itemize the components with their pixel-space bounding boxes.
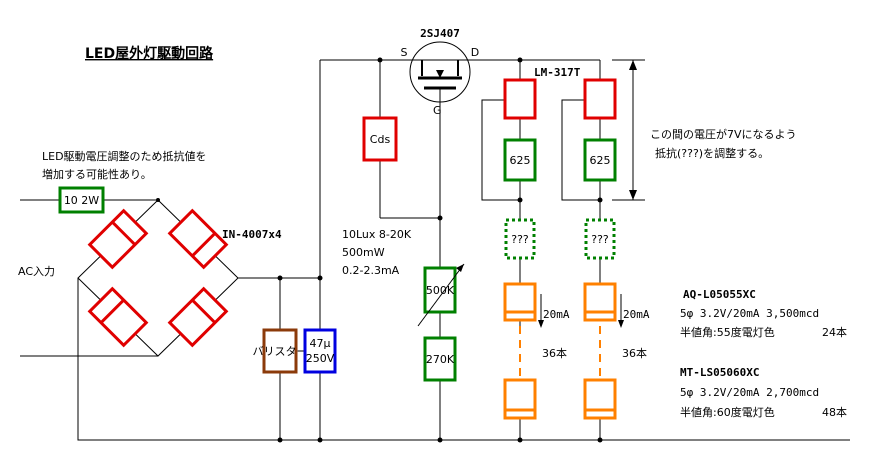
r-625-b-label: 625 [590, 154, 611, 167]
note-right-line1: この間の電圧が7Vになるよう [650, 127, 797, 141]
diode-top-right [167, 208, 229, 270]
led-spec-angle: 半値角:55度電灯色 [680, 325, 775, 339]
note-left-line2: 増加する可能性あり。 [42, 167, 152, 181]
led-b-top [583, 282, 617, 322]
cds-label: Cds [370, 133, 391, 146]
r-unknown-a-label: ??? [511, 233, 529, 246]
regulator-b [583, 78, 617, 120]
note-right-line2: 抵抗(???)を調整する。 [655, 146, 769, 160]
led-b-bottom [583, 378, 617, 420]
varistor [262, 328, 298, 374]
capacitor-label-top: 47μ [310, 337, 331, 350]
varistor-label: バリスター [253, 345, 308, 358]
led-a-bottom [503, 378, 537, 420]
fet-symbol [409, 41, 471, 103]
regulator-a [503, 78, 537, 120]
bridge-outline [77, 199, 239, 357]
current-arrow-a-icon [538, 294, 544, 328]
count-a-label: 36本 [542, 346, 567, 360]
junction-dot [277, 437, 283, 443]
junction-dot [156, 198, 160, 202]
count-b-label: 36本 [622, 346, 647, 360]
cds-sensor [362, 116, 398, 162]
junction-dot [437, 437, 443, 443]
capacitor-label-bottom: 250V [306, 352, 335, 365]
junction-dot [277, 275, 283, 281]
led-spec-model: AQ-L05055XC [683, 288, 756, 301]
junction-dot [517, 57, 523, 63]
junction-dot [517, 197, 523, 203]
led-spec-2: MT-LS05060XC 5φ 3.2V/20mA 2,700mcd 半値角:6… [680, 366, 847, 419]
voltage-dimension [612, 59, 645, 201]
resistor-270k [423, 336, 457, 382]
led-spec-detail: 5φ 3.2V/20mA 2,700mcd [680, 386, 819, 399]
cds-note-2: 500mW [342, 246, 385, 259]
regulator-label: LM-317T [534, 66, 581, 79]
junction-dot [517, 437, 523, 443]
fet-label: 2SJ407 [420, 27, 460, 40]
fet-g-label: G [433, 104, 442, 117]
resistor-unknown-a [504, 218, 536, 260]
current-b-label: 20mA [623, 308, 650, 321]
current-arrow-b-icon [618, 294, 624, 328]
variable-arrow-icon [417, 263, 465, 327]
wire-col-a-adj [481, 99, 520, 201]
led-a-top [503, 282, 537, 322]
diode-top-left [87, 208, 149, 270]
junction-dot [597, 197, 603, 203]
r-625-a-label: 625 [510, 154, 531, 167]
cds-note-3: 0.2-2.3mA [342, 264, 400, 277]
resistor-625-b [583, 138, 617, 182]
led-spec-detail: 5φ 3.2V/20mA 3,500mcd [680, 307, 819, 320]
led-spec-model: MT-LS05060XC [680, 366, 759, 379]
diode-bottom-right [167, 286, 229, 348]
diagram-title: LED屋外灯駆動回路 [85, 45, 214, 62]
vr-500k-label: 500K [426, 284, 455, 297]
junction-dot [597, 437, 603, 443]
fet-s-label: S [401, 46, 408, 59]
resistor-unknown-b [584, 218, 616, 260]
led-spec-qty: 48本 [822, 405, 847, 419]
diode-label: IN-4007x4 [222, 228, 282, 241]
ac-input-label: AC入力 [18, 265, 55, 278]
note-left-line1: LED駆動電圧調整のため抵抗値を [42, 149, 207, 163]
resistor-10-2w [58, 186, 105, 214]
led-spec-qty: 24本 [822, 325, 847, 339]
led-spec-1: AQ-L05055XC 5φ 3.2V/20mA 3,500mcd 半値角:55… [680, 288, 847, 339]
wire-ground-bus [77, 278, 850, 441]
diode-bottom-left [87, 286, 149, 348]
variable-resistor-500k [423, 266, 457, 314]
junction-dot [437, 215, 443, 221]
wire-col-b-adj [561, 99, 600, 201]
junction-dot [377, 57, 383, 63]
fet-d-label: D [471, 46, 479, 59]
led-spec-angle: 半値角:60度電灯色 [680, 405, 775, 419]
resistor-625-a [503, 138, 537, 182]
capacitor [303, 328, 337, 374]
current-a-label: 20mA [543, 308, 570, 321]
junction-dot [317, 275, 323, 281]
r-270k-label: 270K [426, 353, 455, 366]
cds-note-1: 10Lux 8-20K [342, 228, 412, 241]
resistor-10-2w-label: 10 2W [64, 194, 99, 207]
junction-dot [317, 437, 323, 443]
r-unknown-b-label: ??? [591, 233, 609, 246]
